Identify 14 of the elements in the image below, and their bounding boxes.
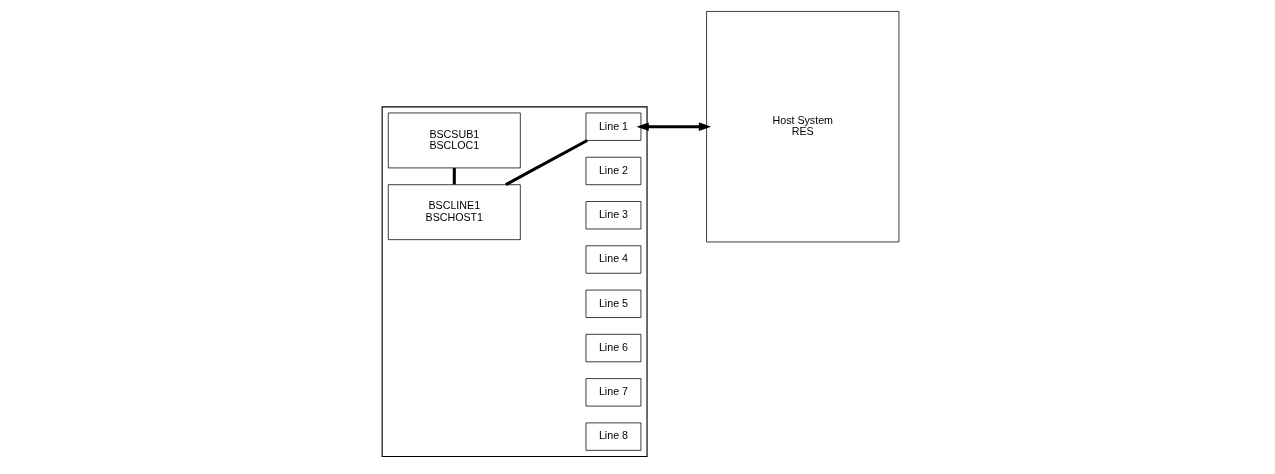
connector: [505, 139, 588, 186]
node-box: Line 2: [585, 156, 642, 186]
node-box: Line 3: [585, 201, 642, 230]
arrow: [636, 122, 712, 131]
node-box: BSCSUB1 BSCLOC1: [387, 112, 521, 169]
node-box: Line 8: [585, 422, 642, 451]
node-box: BSCLINE1 BSCHOST1: [387, 184, 521, 241]
node-box: Line 1: [585, 112, 642, 141]
node-box: Line 6: [585, 333, 642, 363]
node-box: Host System RES: [706, 11, 900, 243]
node-box: Line 4: [585, 245, 642, 274]
node-box: Line 5: [585, 289, 642, 318]
node-box: Line 7: [585, 378, 642, 407]
connector: [452, 167, 456, 185]
